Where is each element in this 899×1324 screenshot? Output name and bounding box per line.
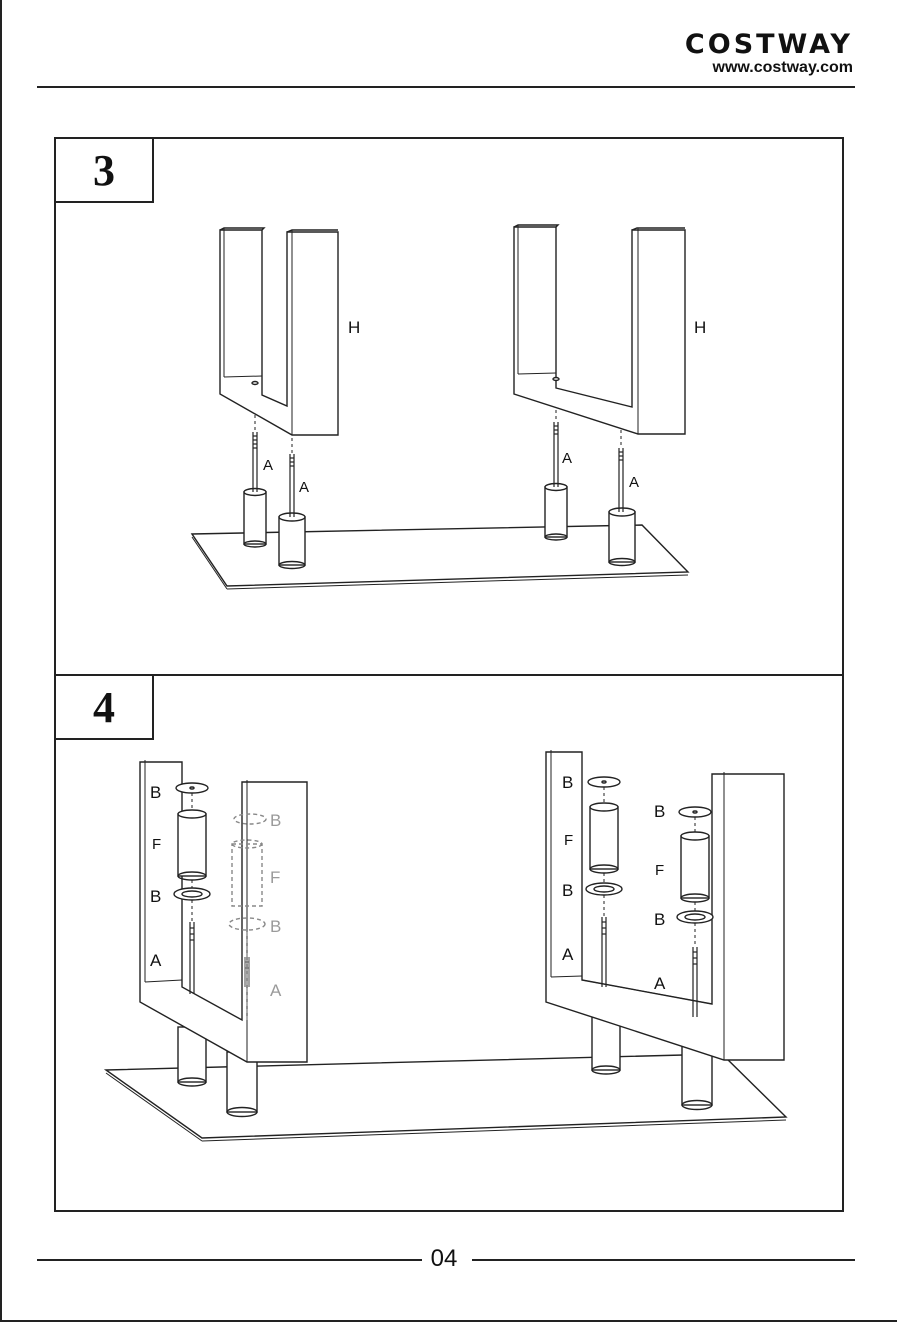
label-a: A	[150, 951, 162, 970]
page-number: 04	[424, 1245, 464, 1273]
washer-b	[176, 783, 208, 793]
bolt-a	[619, 448, 623, 512]
label-b: B	[270, 811, 281, 830]
label-f: F	[564, 832, 573, 849]
label-a: A	[270, 981, 282, 1000]
leg-left-back	[244, 489, 266, 548]
brand-logo: COSTWAY	[685, 30, 853, 60]
label-b: B	[270, 917, 281, 936]
leg-right-front	[609, 508, 635, 566]
bolt-a	[190, 922, 194, 994]
bolt-a	[253, 432, 257, 492]
label-b: B	[562, 773, 573, 792]
label-a: A	[263, 457, 273, 474]
label-b: B	[562, 881, 573, 900]
label-a: A	[562, 450, 572, 467]
step-4-illustration: B F B A B F B A B F B A B F B A	[56, 676, 842, 1210]
bolt-a	[602, 917, 606, 987]
sleeve-f	[590, 803, 618, 873]
header-divider	[37, 86, 855, 88]
step-3-panel: 3	[54, 137, 844, 676]
label-b: B	[654, 910, 665, 929]
label-a: A	[629, 474, 639, 491]
label-b: B	[150, 783, 161, 802]
sleeve-f	[178, 810, 206, 880]
leg-right-back	[592, 1017, 620, 1074]
leg-left-front	[279, 513, 305, 569]
step-3-illustration: H H A A A A	[56, 139, 842, 674]
label-f: F	[655, 862, 664, 879]
label-f: F	[270, 868, 280, 887]
step-4-panel: 4	[54, 674, 844, 1212]
brand-header: COSTWAY www.costway.com	[685, 30, 853, 77]
washer-b	[174, 888, 210, 900]
label-h: H	[694, 318, 706, 337]
label-a: A	[299, 479, 309, 496]
leg-right-back	[545, 484, 567, 541]
brand-url: www.costway.com	[685, 59, 853, 77]
label-h: H	[348, 318, 360, 337]
washer-b	[586, 883, 622, 895]
label-a: A	[562, 945, 574, 964]
frame-h-left	[140, 760, 307, 1062]
frame-h-right	[546, 750, 784, 1060]
frame-h-left	[220, 228, 338, 435]
label-b: B	[654, 802, 665, 821]
footer-divider-right	[472, 1259, 855, 1261]
washer-b	[588, 777, 620, 787]
bolt-a	[554, 422, 558, 487]
frame-h-right	[514, 225, 685, 434]
washer-b	[679, 807, 711, 817]
sleeve-f	[681, 832, 709, 902]
washer-b	[677, 911, 713, 923]
label-a: A	[654, 974, 666, 993]
label-f: F	[152, 836, 161, 853]
footer-divider-left	[37, 1259, 422, 1261]
bolt-a	[290, 454, 294, 517]
label-b: B	[150, 887, 161, 906]
